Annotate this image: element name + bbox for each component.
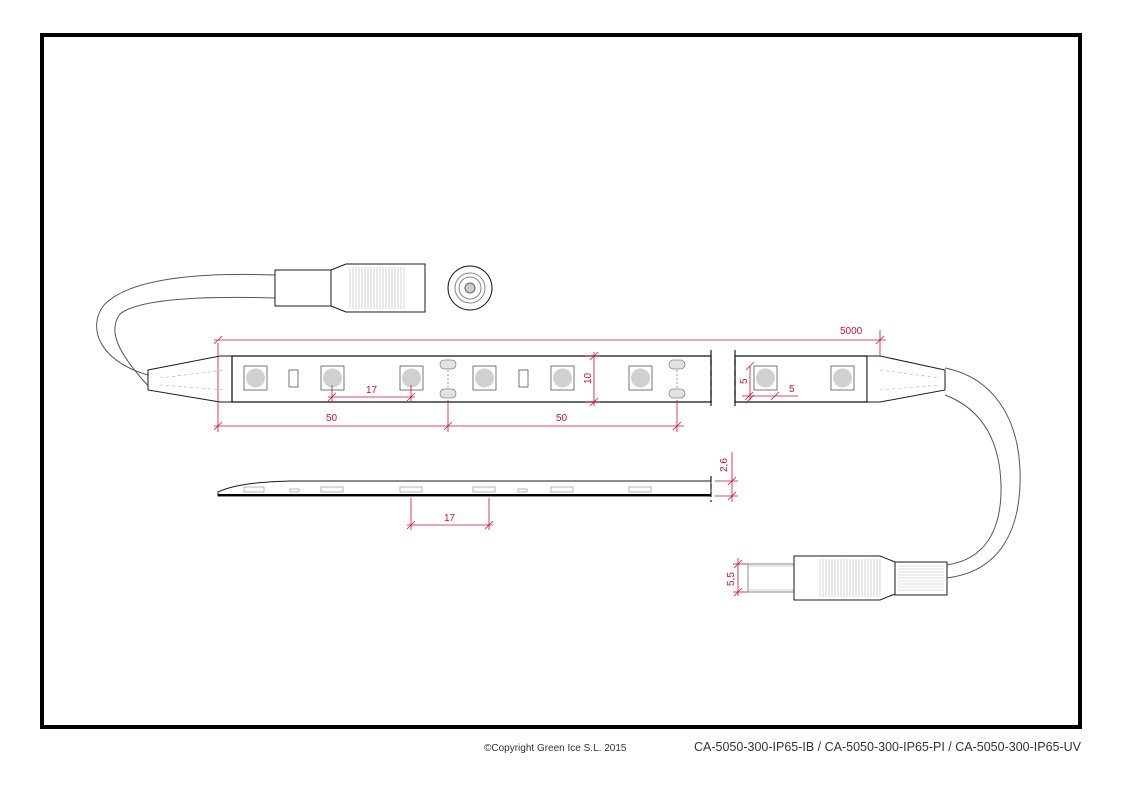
copyright-notice: ©Copyright Green Ice S.L. 2015 (484, 743, 627, 754)
dimension-labels: 5000 50 50 17 17 10 5 5 2,6 5,5 (326, 326, 863, 586)
male-dc-plug (747, 555, 948, 601)
cut-mark (439, 359, 686, 399)
led-lens (475, 368, 494, 388)
dim-led-pitch-side: 17 (444, 513, 456, 524)
led-strip-side-view (217, 476, 712, 502)
dim-segment-2: 50 (556, 413, 568, 424)
dim-thickness: 2,6 (719, 458, 730, 472)
part-numbers: CA-5050-300-IP65-IB / CA-5050-300-IP65-P… (694, 740, 1081, 754)
cable-right (944, 367, 1021, 579)
end-cap-left (147, 355, 233, 403)
dim-strip-width: 10 (583, 372, 594, 384)
led-lens (631, 368, 650, 388)
female-connector (274, 263, 426, 313)
dimensions (213, 330, 886, 597)
end-cap-right (866, 355, 946, 403)
female-connector-end-view (447, 265, 493, 311)
dim-led-pitch-top: 17 (366, 385, 378, 396)
cable-left (96, 273, 277, 391)
led-lens (756, 368, 775, 388)
led-lens (402, 368, 421, 388)
dim-total-length: 5000 (840, 326, 863, 337)
drawing-frame (40, 33, 1082, 729)
dim-edge-offset-h: 5 (789, 384, 795, 395)
resistor (288, 369, 299, 388)
led-lens (323, 368, 342, 388)
dim-plug-diameter: 5,5 (726, 572, 737, 586)
led-lens (246, 368, 265, 388)
led-strip-top-view (147, 350, 946, 408)
resistor (518, 369, 529, 388)
dim-segment-1: 50 (326, 413, 338, 424)
dim-edge-offset-v: 5 (739, 378, 750, 384)
led-lens (833, 368, 852, 388)
led-lens (553, 368, 572, 388)
